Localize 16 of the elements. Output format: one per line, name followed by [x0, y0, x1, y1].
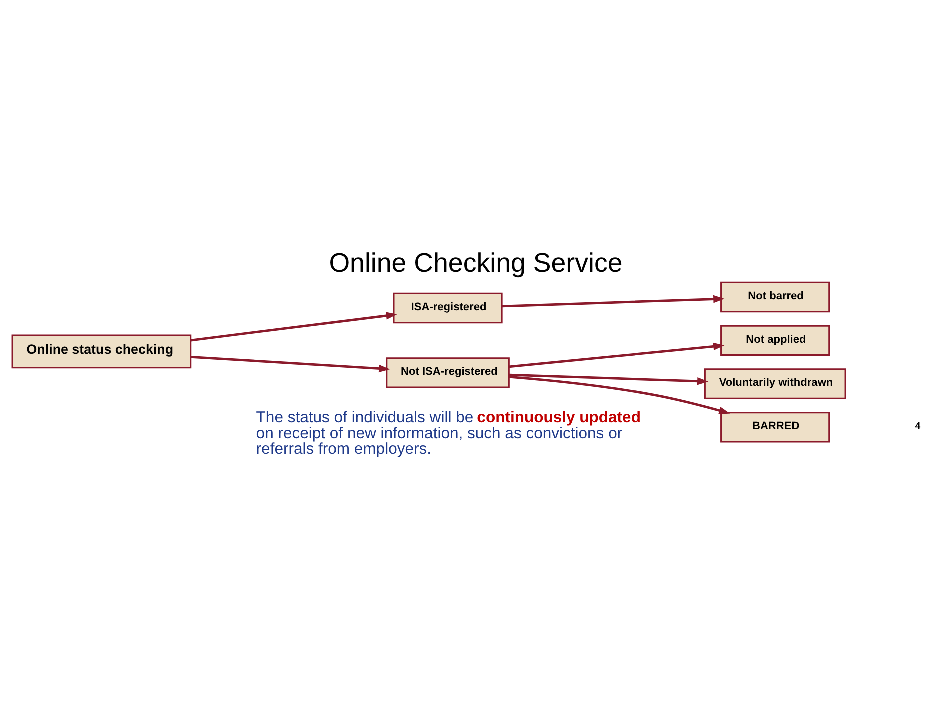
node-box: Not ISA-registered — [386, 357, 510, 388]
node-box: Not applied — [720, 324, 830, 356]
node-box: BARRED — [720, 412, 830, 442]
node-box: Not barred — [720, 281, 830, 312]
label: 4 — [915, 420, 921, 432]
arrow — [190, 355, 390, 372]
node-box: Online status checking — [12, 334, 192, 368]
node-box: ISA-registered — [393, 292, 503, 324]
node-box: Voluntarily withdrawn — [704, 368, 846, 399]
arrow — [190, 312, 398, 342]
diagram-title: Online Checking Service — [329, 247, 623, 278]
label: The status of individuals will be continuously updated on receipt of new information, such as convictions or referrals from employers. — [256, 409, 641, 458]
arrow — [509, 373, 709, 385]
arrow — [509, 375, 730, 414]
arrow — [509, 342, 725, 368]
arrow — [502, 294, 725, 308]
